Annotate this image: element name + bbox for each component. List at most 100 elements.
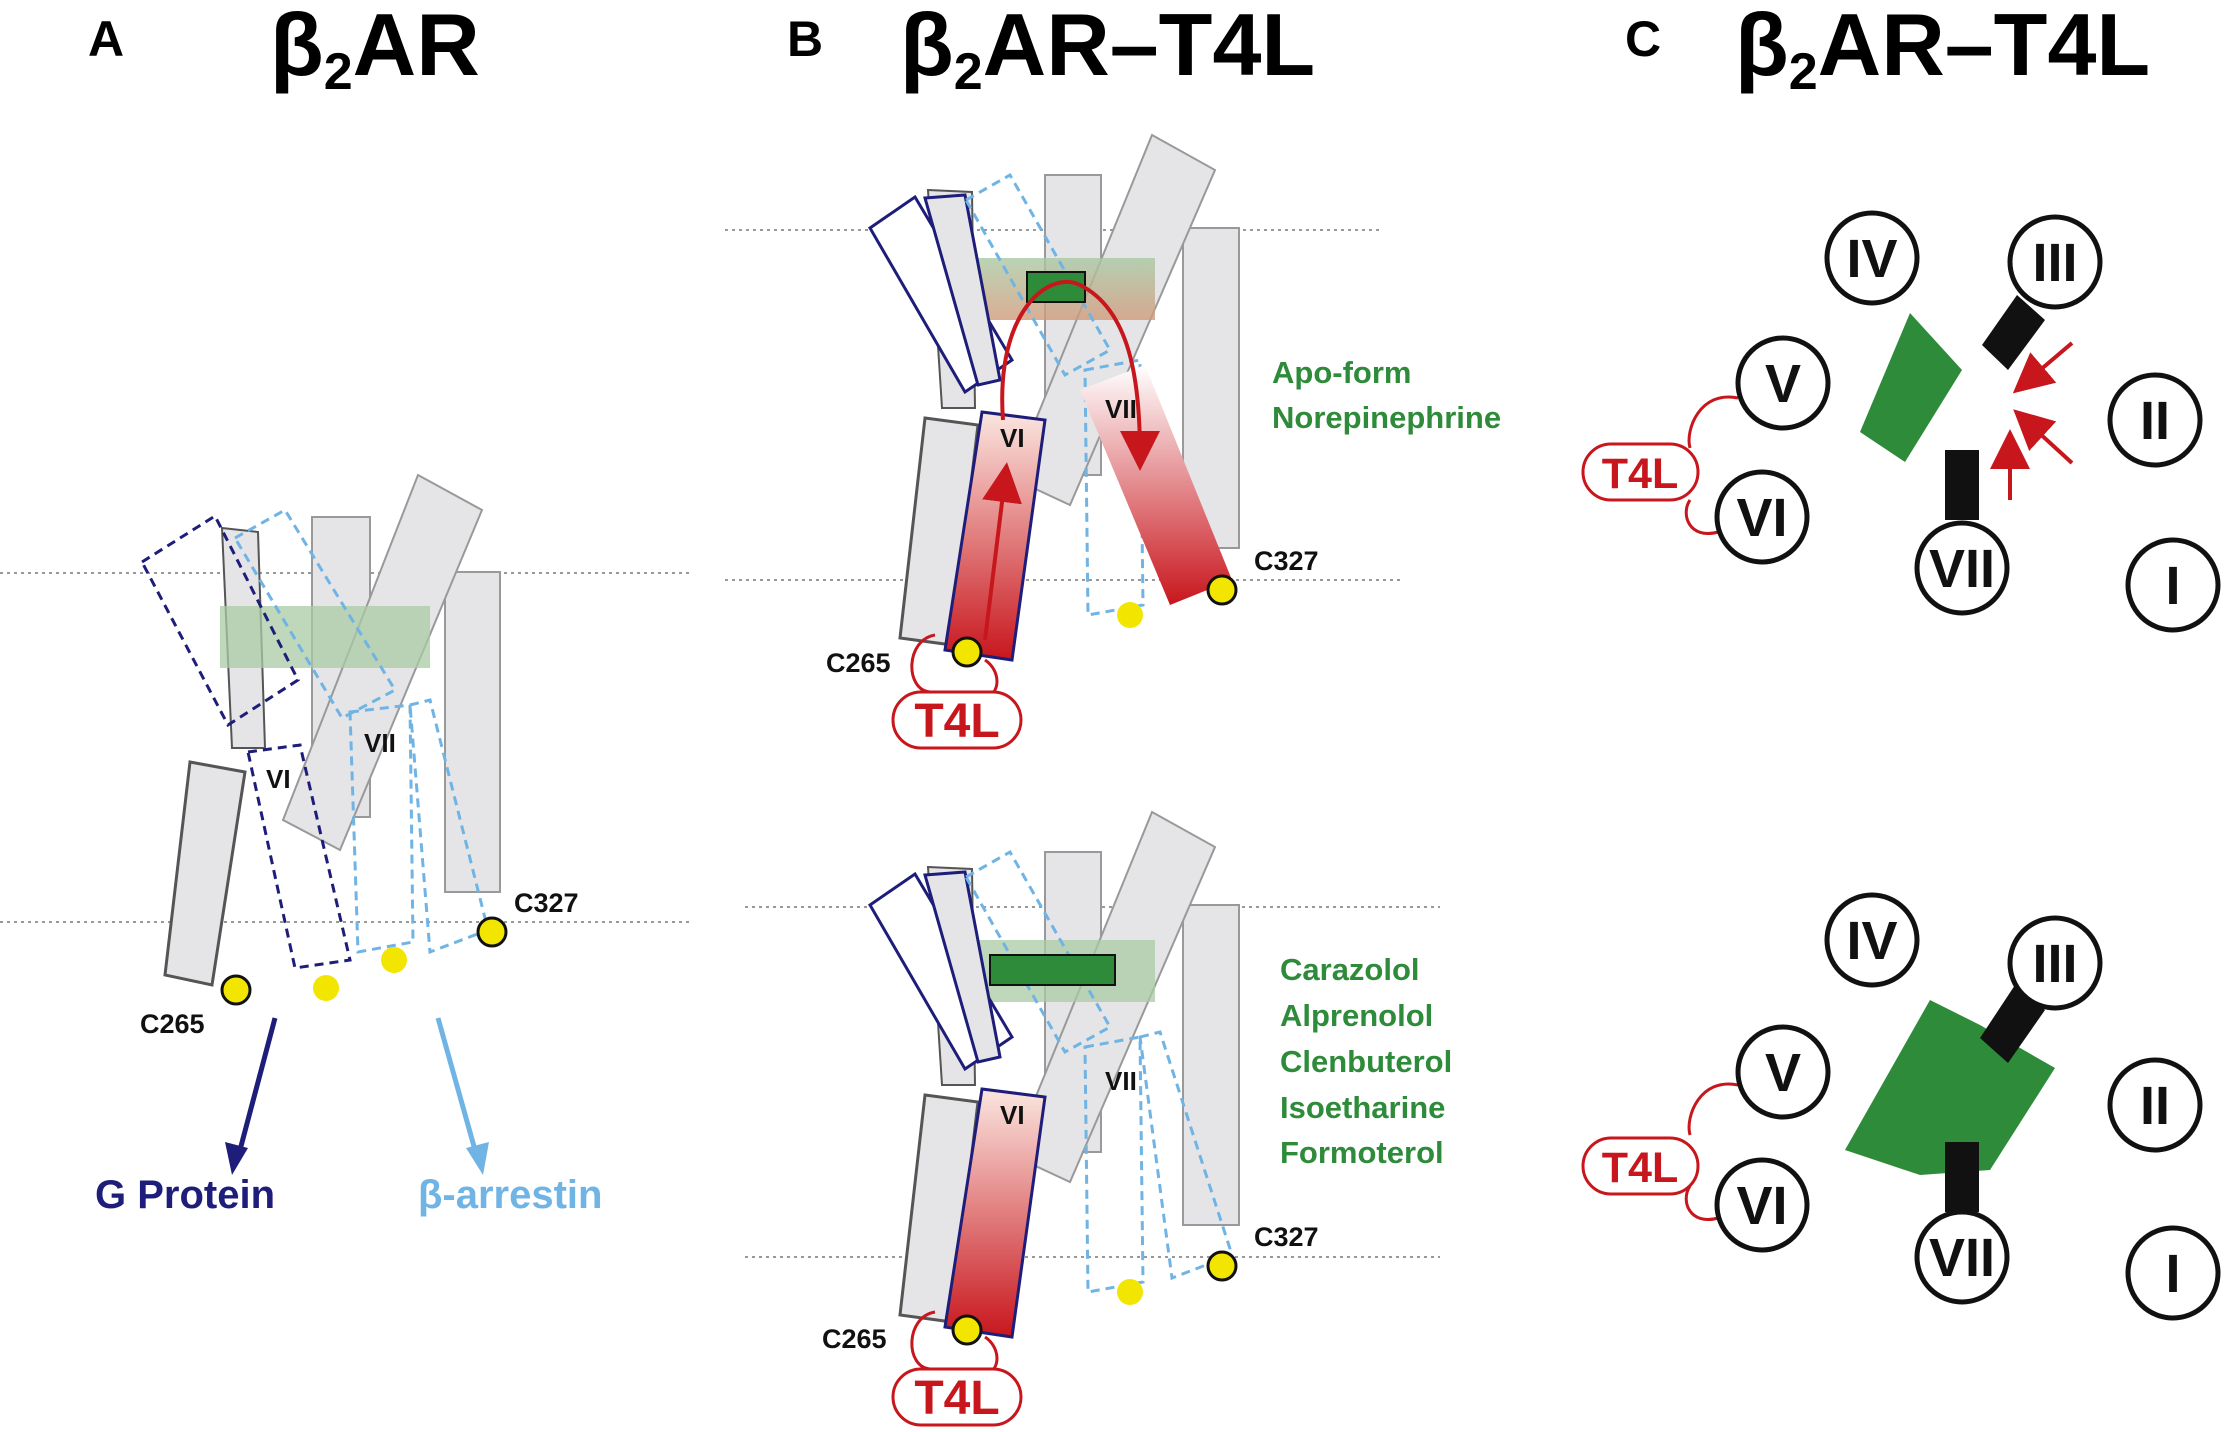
helix-iii-arm: [1982, 295, 2045, 370]
g-protein-arrow-head: [225, 1142, 248, 1175]
panel-c-title: β2AR–T4L: [1735, 0, 2150, 101]
c327-label-b1: C327: [1254, 546, 1319, 576]
panel-b-title: β2AR–T4L: [900, 0, 1315, 101]
inward-arrow: [2013, 409, 2074, 465]
ligand-block: [989, 954, 1116, 986]
arrestin-arrow-shaft: [435, 1017, 478, 1151]
spin-label-c327: [1206, 1250, 1238, 1282]
helix-vii-circle: [1914, 1209, 2010, 1305]
helix-iv-label: IV: [1846, 229, 1897, 289]
g-protein-arrow-shaft: [237, 1017, 278, 1151]
panel-a-letter: A: [88, 11, 124, 67]
helix-gray: [1182, 227, 1240, 549]
helix-v-circle: [1735, 335, 1831, 431]
panel-c-top-wheel: T4L IV III V II VI VII I: [1581, 210, 2221, 633]
helix-vi-circle: [1714, 469, 1810, 565]
t4l-link: [1687, 395, 1739, 449]
helix-dashed-blue: [963, 172, 1113, 378]
spin-label-c265: [951, 636, 983, 668]
t4l-wheel-label-bottom: T4L: [1602, 1144, 1678, 1192]
helix-iii-label: III: [2032, 934, 2077, 994]
helix-v-label: V: [1765, 354, 1801, 414]
c327-label-a: C327: [514, 888, 579, 918]
beta-arrestin-label: β-arrestin: [418, 1173, 602, 1217]
helix-iv-label: IV: [1846, 911, 1897, 971]
helix-vii-label: VII: [364, 728, 396, 758]
helix-vii-label: VII: [1929, 539, 1995, 599]
helix-iii-arm: [1980, 985, 2045, 1063]
helix-vii-red: [1080, 365, 1232, 605]
helix-dashed-blue: [963, 849, 1113, 1055]
red-arrow-up: [982, 462, 1022, 641]
helix-i-label: I: [2165, 1244, 2180, 1304]
c265-label-b1: C265: [826, 648, 891, 678]
g-protein-label: G Protein: [95, 1173, 275, 1217]
panel-c-bottom-wheel: T4L IV III V II VI VII I: [1581, 892, 2221, 1321]
helix-ii-circle: [2107, 1057, 2203, 1153]
t4l-linker: [984, 1335, 999, 1374]
panel-c-letter: C: [1625, 11, 1661, 67]
helix-ii-label: II: [2140, 391, 2170, 451]
red-arrow-curve: [1000, 279, 1160, 471]
panel-a-title: β2AR: [270, 0, 480, 101]
t4l-linker: [984, 658, 999, 697]
helix-v-navy-side: [923, 870, 1002, 1064]
t4l-label-b2: T4L: [914, 1372, 999, 1425]
helix-vii-arm: [1945, 450, 1979, 520]
helix-vii-label-b1: VII: [1105, 394, 1137, 424]
spin-label: [1117, 1279, 1143, 1305]
t4l-link: [1684, 1185, 1719, 1221]
helix-vii-label: VII: [1929, 1228, 1995, 1288]
helix-i-circle: [2125, 1225, 2221, 1321]
t4l-label-b1: T4L: [914, 695, 999, 748]
spin-label-c265: [220, 974, 252, 1006]
ligand-norepinephrine: Norepinephrine: [1272, 400, 1501, 435]
helix-v-gprotein-state: [140, 513, 300, 728]
ligand-shape: [1860, 313, 1962, 462]
arrestin-arrow-head: [466, 1142, 489, 1175]
ligand-apo: Apo-form: [1272, 355, 1411, 390]
panel-b-letter: B: [787, 11, 823, 67]
panel-b-top-diagram: VI VII C265 C327 T4L: [725, 133, 1400, 750]
spin-label: [313, 975, 339, 1001]
helix-vi-label-b1: VI: [1000, 423, 1025, 453]
helix-ii-label: II: [2140, 1076, 2170, 1136]
helix-vii-arm: [1945, 1142, 1979, 1212]
t4l-linker: [910, 1310, 936, 1371]
helix-vi-circle: [1714, 1157, 1810, 1253]
c265-label-b2: C265: [822, 1324, 887, 1354]
helix-vi-label-b2: VI: [1000, 1100, 1025, 1130]
helix-vii-dashed: [1083, 358, 1145, 617]
helix-iii-circle: [2007, 915, 2103, 1011]
c327-label-b2: C327: [1254, 1222, 1319, 1252]
helix-iii-circle: [2007, 214, 2103, 310]
ligand-formoterol: Formoterol: [1280, 1135, 1444, 1170]
helix-gray: [1182, 904, 1240, 1226]
helix-vi-label: VI: [1736, 488, 1787, 548]
helix-gray: [444, 571, 501, 893]
t4l-link: [1687, 1082, 1739, 1136]
spin-label-c327: [476, 916, 508, 948]
helix-ii-circle: [2107, 372, 2203, 468]
helix-vi-red: [943, 1087, 1047, 1339]
inward-arrow: [2012, 341, 2074, 394]
ligand-carazolol: Carazolol: [1280, 952, 1420, 987]
helix-iii-label: III: [2032, 233, 2077, 293]
helix-v-circle: [1735, 1024, 1831, 1120]
ligand-isoetharine: Isoetharine: [1280, 1090, 1445, 1125]
t4l-badge: [891, 690, 1023, 750]
helix-vi-gprotein-state: [246, 743, 352, 970]
helix-vii-dashed: [1083, 1035, 1145, 1294]
helix-vi-label: VI: [1736, 1176, 1787, 1236]
t4l-wheel-label-top: T4L: [1602, 450, 1678, 498]
ligand-alprenolol: Alprenolol: [1280, 998, 1433, 1033]
helix-v-navy-side: [923, 193, 1002, 387]
spin-label: [381, 947, 407, 973]
panel-a-diagram: VI VII C265 C327 G Protein β-arrestin: [0, 473, 690, 1217]
helix-v-arrestin-state: [232, 507, 398, 720]
helix-iv-circle: [1824, 892, 1920, 988]
helix-vi-lower-gray: [163, 760, 247, 987]
helix-vi-label: VI: [266, 764, 291, 794]
t4l-link: [1684, 499, 1719, 535]
